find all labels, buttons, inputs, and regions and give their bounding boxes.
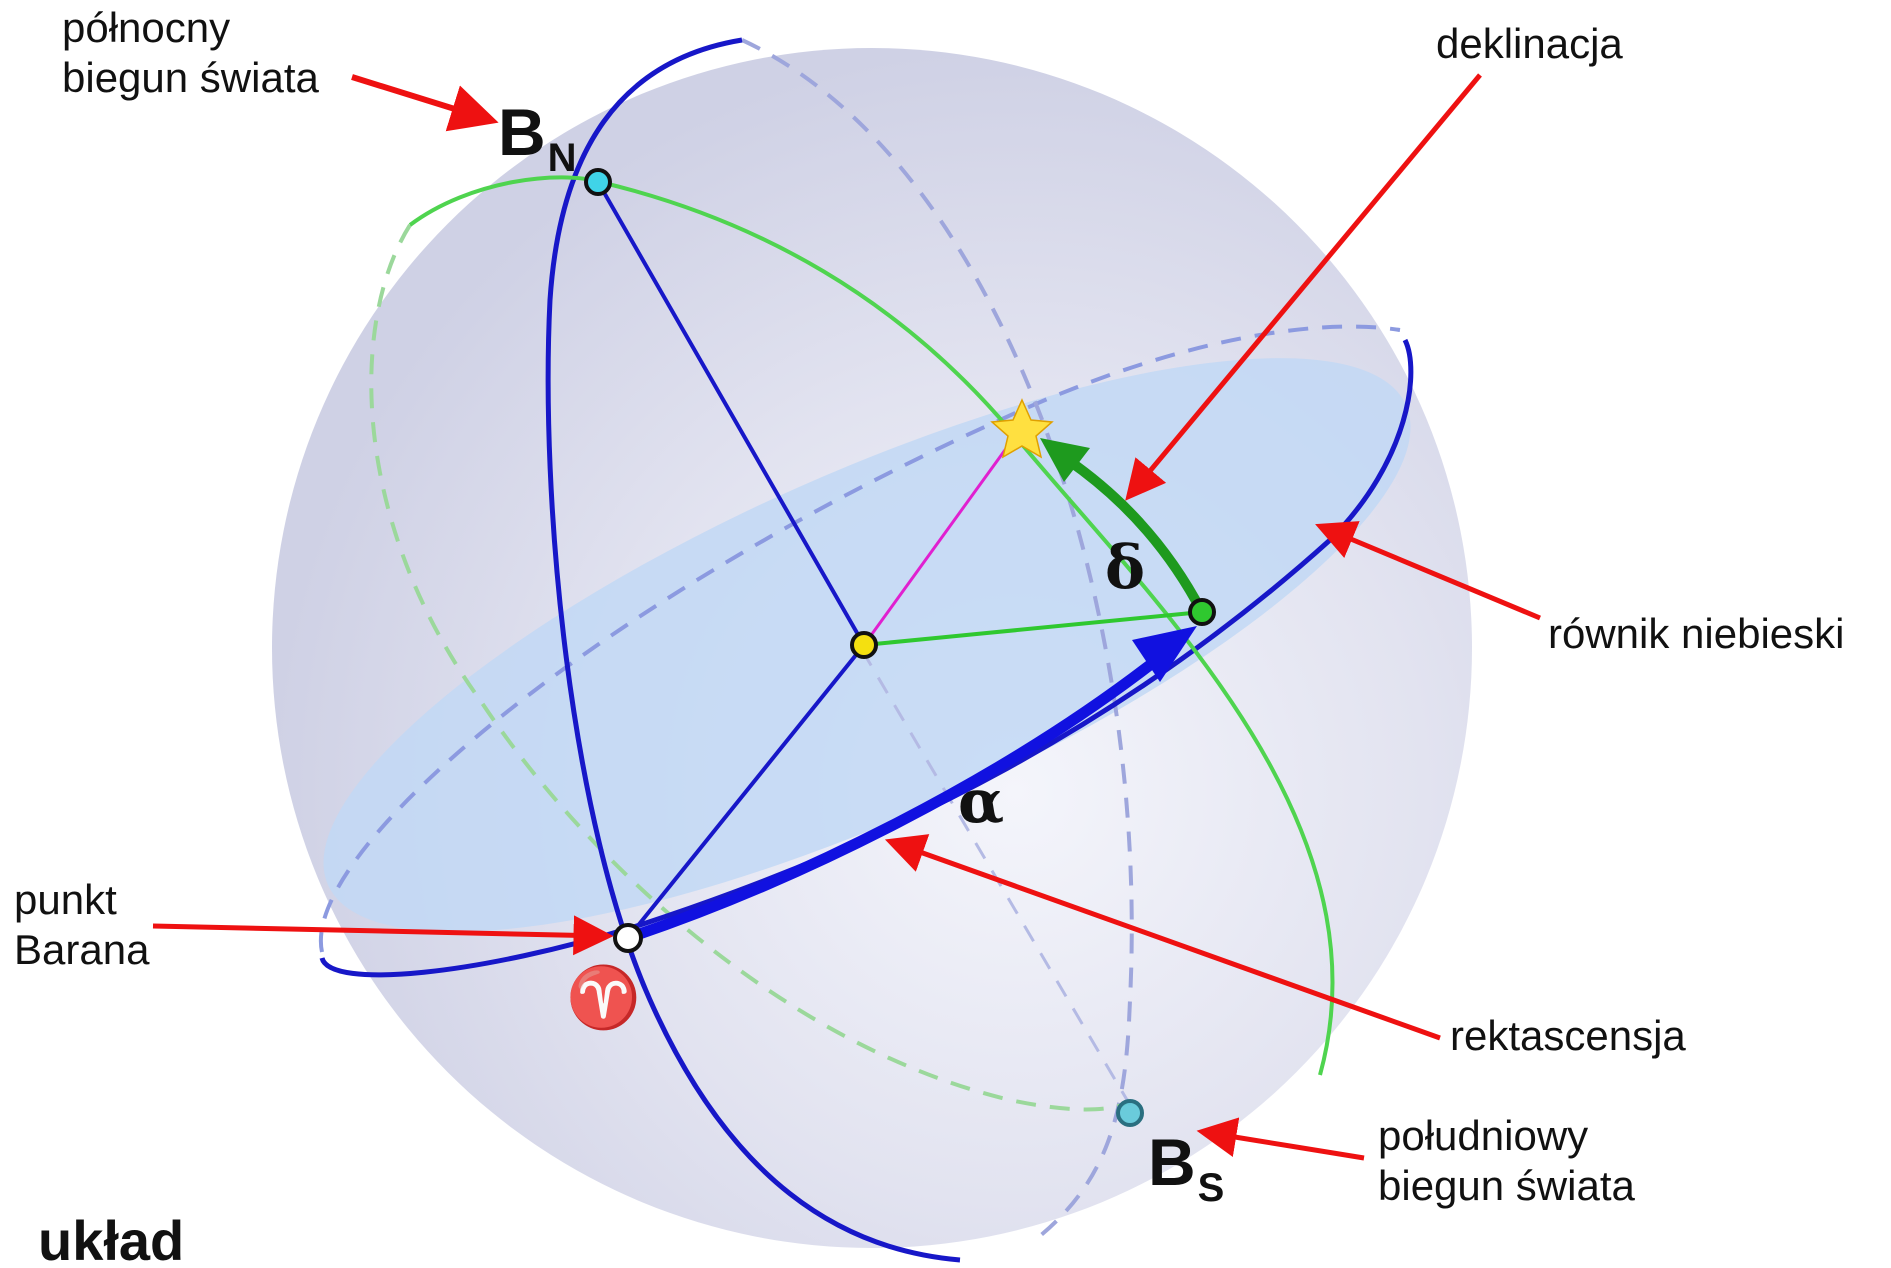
alpha-symbol: α (958, 767, 1004, 837)
aries-label-line2: Barana (14, 926, 150, 973)
north-pole-point (586, 170, 610, 194)
aries-point (615, 925, 641, 951)
center-point (852, 633, 876, 657)
aries-label-line1: punkt (14, 876, 117, 923)
delta-symbol: δ (1105, 533, 1145, 603)
north-pole-label-line1: północny (62, 4, 230, 51)
right-ascension-label: rektascensja (1450, 1012, 1686, 1059)
south-pole-arrow (1204, 1132, 1364, 1158)
north-pole-label-line2: biegun świata (62, 54, 319, 101)
declination-label: deklinacja (1436, 20, 1623, 67)
north-pole-arrow (352, 77, 490, 120)
north-pole-symbol: BN (498, 95, 577, 180)
equator-point (1190, 600, 1214, 624)
aries-symbol: ♈ (566, 963, 641, 1033)
diagram-title: układ (38, 1209, 184, 1268)
south-pole-point (1118, 1101, 1142, 1125)
south-pole-label-line1: południowy (1378, 1112, 1588, 1159)
south-pole-label-line2: biegun świata (1378, 1162, 1635, 1209)
equator-label: równik niebieski (1548, 610, 1844, 657)
